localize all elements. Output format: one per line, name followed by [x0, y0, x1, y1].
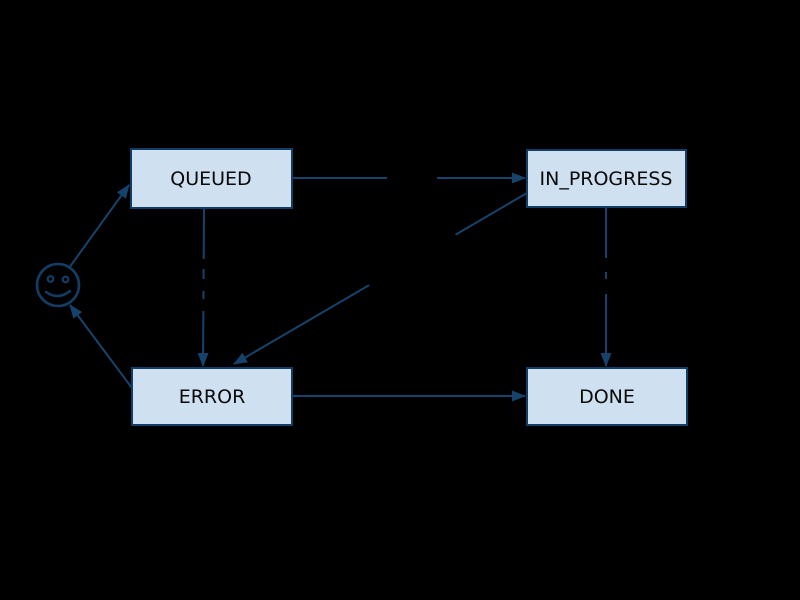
edges	[68, 172, 612, 402]
edge-label-mask	[366, 229, 460, 293]
state-node-error: ERROR	[131, 367, 293, 426]
smiley-right-eye	[61, 275, 70, 284]
state-node-done: DONE	[526, 367, 688, 426]
edge-label-mask	[598, 258, 614, 272]
smiley-face-icon	[35, 262, 81, 308]
edge-error-to-initial	[69, 304, 133, 389]
edge-label-mask	[196, 279, 212, 291]
queued-box	[130, 148, 293, 209]
in-progress-label: IN_PROGRESS	[540, 168, 673, 190]
error-box	[131, 367, 293, 426]
queued-label: QUEUED	[170, 168, 251, 190]
edge-label-masks	[196, 171, 614, 311]
in-progress-box	[526, 149, 687, 208]
state-node-queued: QUEUED	[130, 148, 293, 209]
edge-label-mask	[387, 171, 437, 184]
edge-label-mask	[598, 279, 614, 294]
edge-label-mask	[196, 259, 212, 269]
state-node-in-progress: IN_PROGRESS	[526, 149, 687, 208]
nodes: QUEUED IN_PROGRESS ERROR DONE	[35, 148, 688, 426]
initial-state-smiley-node	[35, 262, 81, 308]
done-label: DONE	[579, 386, 635, 408]
smiley-left-eye	[46, 275, 55, 283]
edge-initial-to-queued	[68, 184, 130, 269]
smiley-smile	[44, 289, 72, 298]
error-label: ERROR	[179, 386, 246, 408]
done-box	[526, 367, 688, 426]
edge-label-mask	[196, 299, 212, 311]
